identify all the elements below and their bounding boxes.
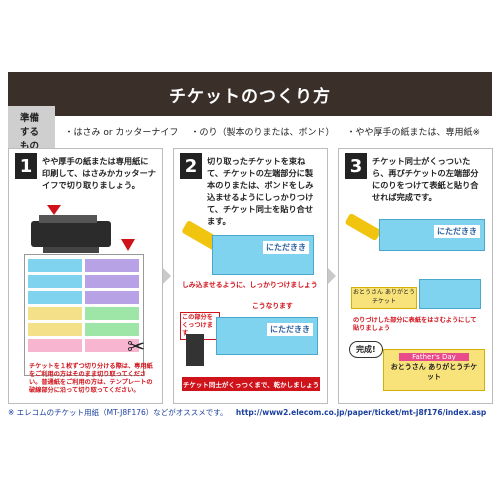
glue-caption: しみ込ませるように、しっかりつけましょう xyxy=(182,281,318,289)
glued-tickets: にただきき xyxy=(216,317,318,355)
glue-bottle-icon xyxy=(344,212,382,242)
final-text: おとうさん ありがとうチケット xyxy=(390,363,478,381)
step-text: 切り取ったチケットを束ねて、チケットの左端部分に製本のりまたは、ボンドをしみ込ま… xyxy=(207,156,314,226)
requirements-row: 準備するもの ・はさみ or カッターナイフ ・のり（製本のりまたは、ボンド） … xyxy=(8,106,492,156)
cover-caption: のりづけした部分に表紙をはさむようにして貼りましょう xyxy=(353,317,477,332)
dry-banner: チケット同士がくっつくまで、乾かしましょう xyxy=(182,377,320,391)
ticket-stack: にただきき xyxy=(212,235,314,275)
step-number: 1 xyxy=(15,153,37,179)
ticket-label: にただきき xyxy=(434,225,480,238)
printer-illustration xyxy=(31,205,111,253)
arrow-right xyxy=(328,268,336,284)
requirement-item: ・はさみ or カッターナイフ xyxy=(64,127,179,138)
requirements-label: 準備するもの xyxy=(8,106,55,156)
clip-illustration xyxy=(186,334,204,366)
footer-note: ※ エレコムのチケット用紙（MT-J8F176）などがオススメです。 xyxy=(8,408,228,417)
step-1-note: チケットを１枚ずつ切り分ける際は、専用紙をご利用の方はそのまま切り取ってください… xyxy=(29,363,153,394)
ticket-under-cover xyxy=(419,279,481,309)
final-title: Father's Day xyxy=(399,353,469,361)
ticket-label: にただきき xyxy=(263,241,309,254)
finished-ticket: Father's Day おとうさん ありがとうチケット xyxy=(383,349,485,391)
page-title: チケットのつくり方 xyxy=(169,86,331,107)
step-2-panel: 2 切り取ったチケットを束ねて、チケットの左端部分に製本のりまたは、ボンドをしみ… xyxy=(173,148,328,404)
footer-link[interactable]: http://www2.elecom.co.jp/paper/ticket/mt… xyxy=(235,408,487,417)
requirement-item: ・のり（製本のりまたは、ボンド） xyxy=(190,127,335,138)
done-text: 完成! xyxy=(356,345,376,354)
step-number: 3 xyxy=(345,153,367,179)
requirement-item: ・やや厚手の紙または、専用紙※ xyxy=(346,127,480,138)
title-bar: チケットのつくり方 xyxy=(8,72,492,116)
ticket-stack: にただきき xyxy=(379,219,485,251)
curved-arrow xyxy=(121,239,135,251)
ticket-label: にただきき xyxy=(267,323,313,336)
cover-text: おとうさん ありがとうチケット xyxy=(353,289,415,305)
arrow-right xyxy=(163,268,171,284)
step-text: やや厚手の紙または専用紙に印刷して、はさみかカッターナイフで切り取りましょう。 xyxy=(42,156,156,190)
cover-sheet: おとうさん ありがとうチケット xyxy=(351,287,417,309)
step-3-panel: 3 チケット同士がくっついたら、再びチケットの左端部分にのりをつけて表紙と貼り合… xyxy=(338,148,493,404)
step-1-panel: 1 やや厚手の紙または専用紙に印刷して、はさみかカッターナイフで切り取りましょう… xyxy=(8,148,163,404)
step-text: チケット同士がくっついたら、再びチケットの左端部分にのりをつけて表紙と貼り合せれ… xyxy=(372,156,479,202)
ticket-sheet xyxy=(24,254,144,376)
press-caption: こうなります xyxy=(252,302,293,310)
done-bubble: 完成! xyxy=(349,341,383,358)
scissors-icon: ✂ xyxy=(127,335,146,360)
step-number: 2 xyxy=(180,153,202,179)
footer: ※ エレコムのチケット用紙（MT-J8F176）などがオススメです。 http:… xyxy=(8,407,498,418)
